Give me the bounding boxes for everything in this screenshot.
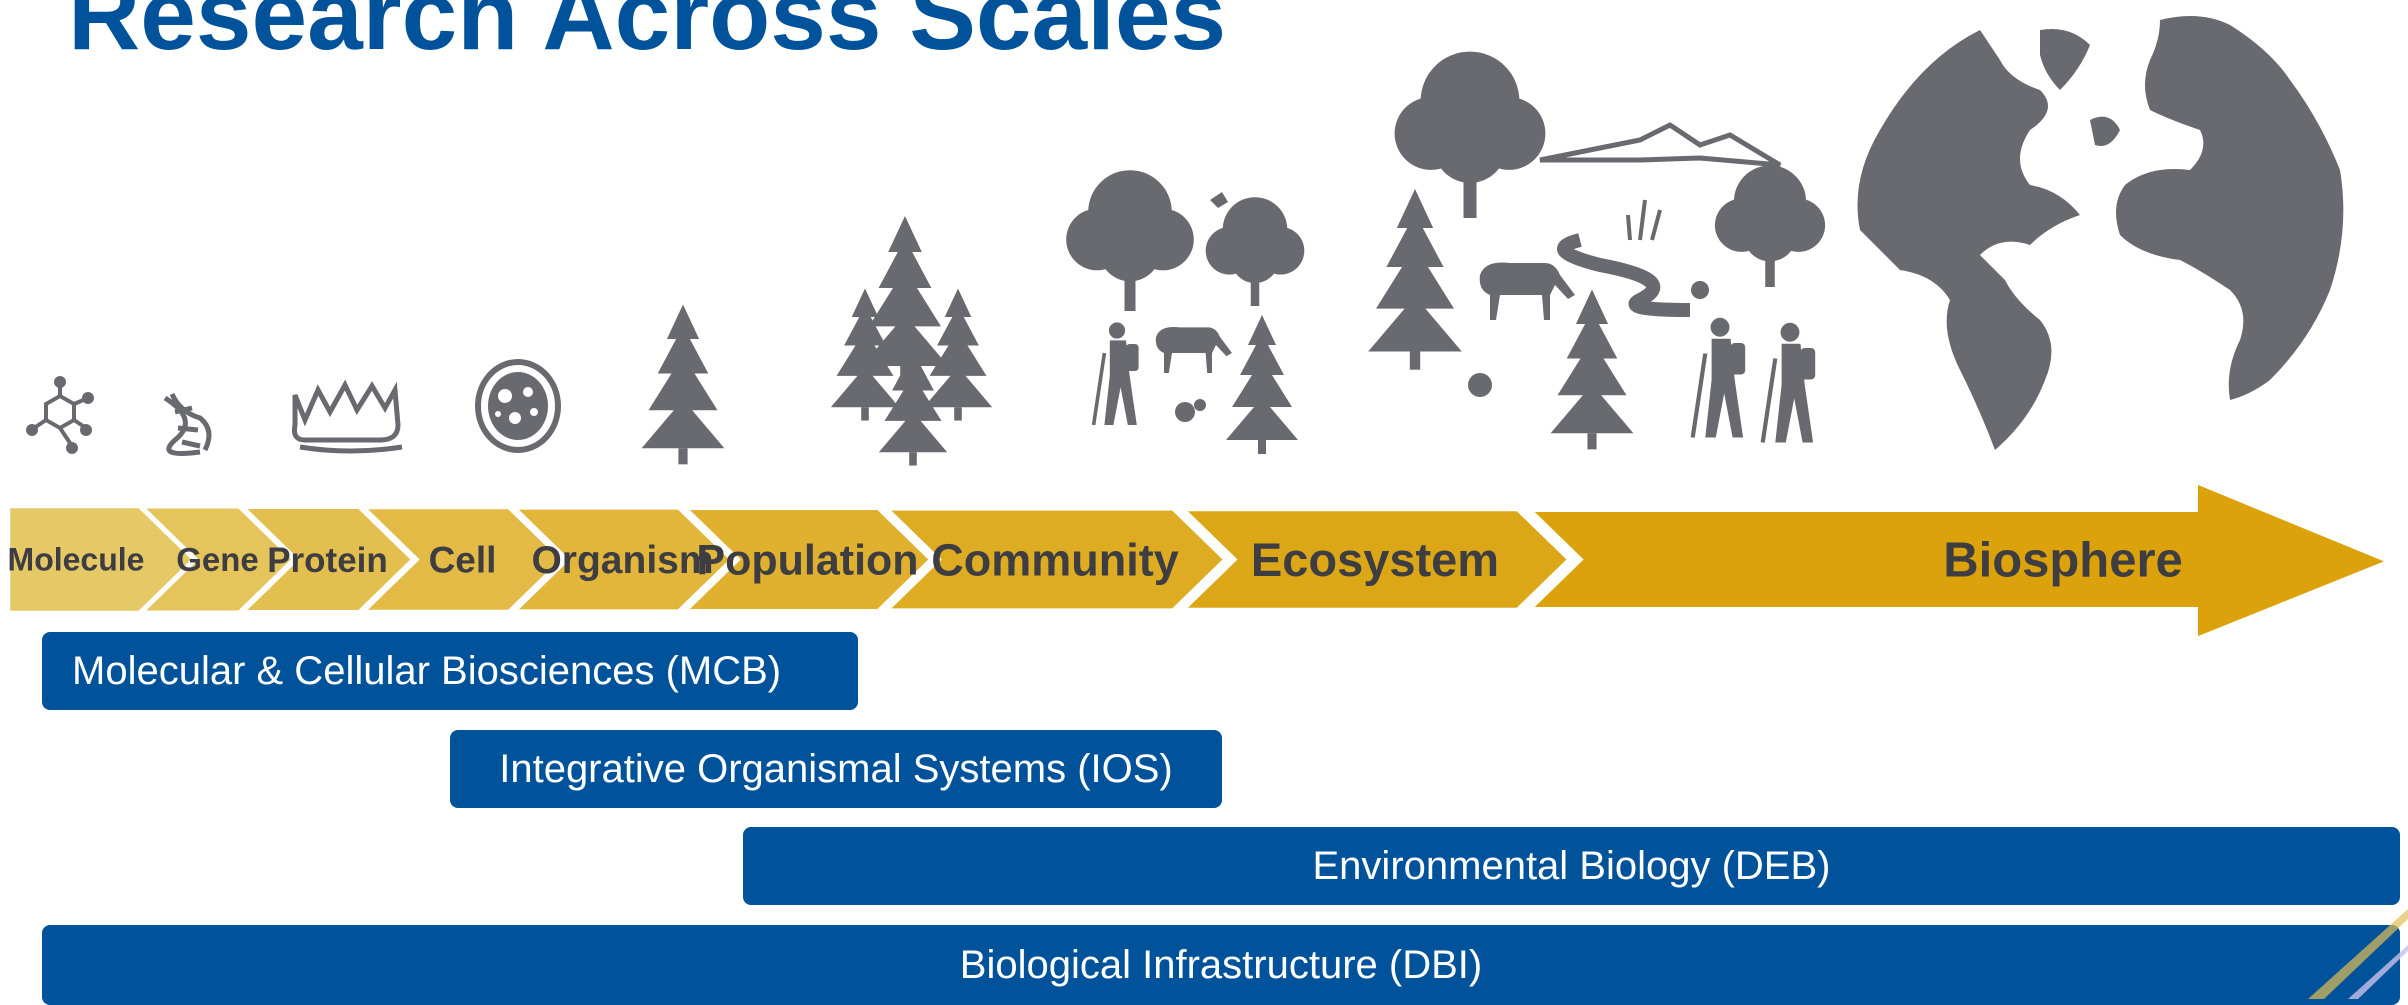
program-label-deb: Environmental Biology (DEB) bbox=[1312, 843, 1831, 888]
program-bar-mcb: Molecular & Cellular Biosciences (MCB) bbox=[42, 632, 858, 710]
page-title: Research Across Scales bbox=[68, 0, 1227, 71]
stage-label-ecosystem: Ecosystem bbox=[1251, 533, 1499, 586]
arrow-segment-biosphere bbox=[1505, 470, 2408, 650]
protein-icon bbox=[292, 379, 403, 454]
stage-label-population: Population bbox=[696, 537, 918, 585]
molecule-icon bbox=[26, 376, 94, 454]
stage-label-molecule: Molecule bbox=[8, 542, 145, 578]
program-bar-dbi: Biological Infrastructure (DBI) bbox=[42, 925, 2400, 1005]
stage-label-protein: Protein bbox=[267, 541, 388, 580]
dna-icon bbox=[163, 392, 212, 456]
stage-label-community: Community bbox=[931, 534, 1179, 585]
program-label-ios: Integrative Organismal Systems (IOS) bbox=[499, 746, 1173, 791]
stage-label-gene: Gene bbox=[176, 541, 259, 578]
program-label-mcb: Molecular & Cellular Biosciences (MCB) bbox=[72, 648, 782, 693]
cell-icon bbox=[475, 359, 561, 453]
stage-label-organism: Organism bbox=[531, 539, 713, 582]
community-icon bbox=[1066, 170, 1305, 454]
ecosystem-icon bbox=[1368, 51, 1826, 450]
scale-icons bbox=[26, 16, 2344, 466]
globe-icon bbox=[1857, 16, 2344, 450]
forest-icon bbox=[830, 216, 993, 466]
arrow-segments bbox=[5, 470, 2408, 650]
program-label-dbi: Biological Infrastructure (DBI) bbox=[959, 942, 1483, 987]
stage-label-cell: Cell bbox=[429, 539, 497, 580]
tree-icon bbox=[641, 304, 725, 465]
stage-label-biosphere: Biosphere bbox=[1943, 534, 2183, 588]
program-bar-ios: Integrative Organismal Systems (IOS) bbox=[450, 730, 1222, 808]
corner-decoration bbox=[2308, 909, 2408, 999]
program-bar-deb: Environmental Biology (DEB) bbox=[743, 827, 2400, 905]
